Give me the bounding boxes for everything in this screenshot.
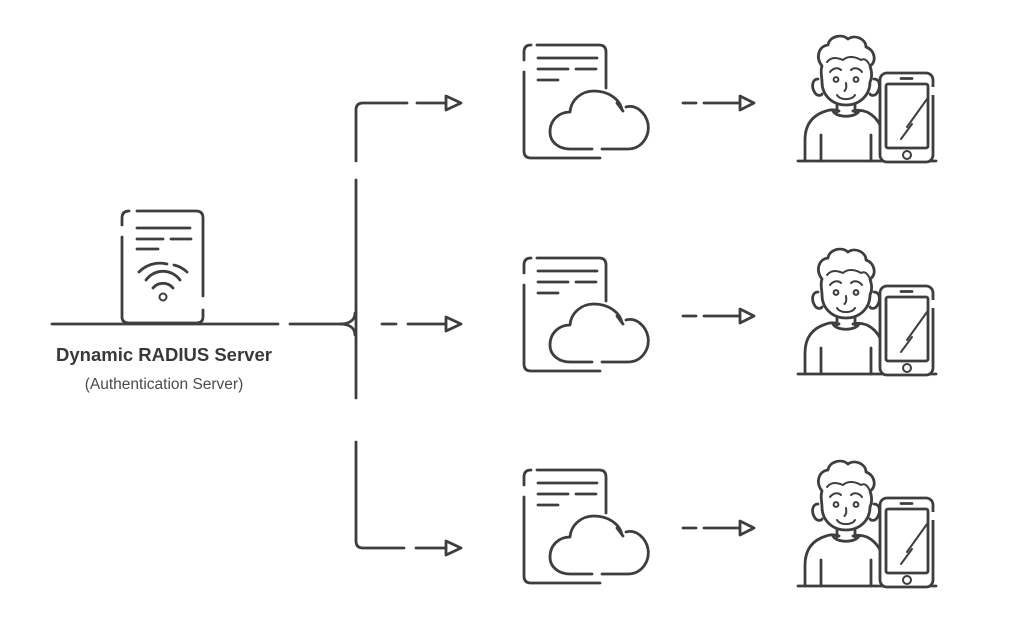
arrow-head [444, 315, 463, 333]
connector-tree [50, 94, 463, 557]
junction-flare [338, 311, 357, 337]
branch-top [354, 101, 409, 163]
wifi-arcs [137, 261, 189, 290]
cloud-document-icon-row3 [522, 468, 650, 585]
arrow-head [444, 94, 463, 112]
user-with-smartphone-icon-row1 [796, 34, 938, 164]
flow-arrow-row3 [681, 519, 756, 537]
branch-arrow-middle [380, 315, 463, 333]
branch-arrow-bottom [414, 539, 463, 557]
wifi-dot [158, 292, 168, 302]
branch-bottom [354, 440, 406, 550]
flow-arrow-row2 [681, 307, 756, 325]
cloud-document-icon-row2 [522, 256, 650, 373]
wifi-icon [137, 261, 189, 302]
flow-arrow-row1 [681, 94, 756, 112]
branch-arrow-top [415, 94, 463, 112]
user-with-smartphone-icon-row2 [796, 247, 938, 377]
cloud-document-icon-row1 [522, 43, 650, 160]
arrow-head [444, 539, 463, 557]
server-text-lines [135, 226, 193, 251]
radius-server-icon [120, 209, 205, 325]
user-with-smartphone-icon-row3 [796, 459, 938, 589]
server-title: Dynamic RADIUS Server [56, 344, 272, 365]
server-subtitle: (Authentication Server) [85, 376, 244, 393]
